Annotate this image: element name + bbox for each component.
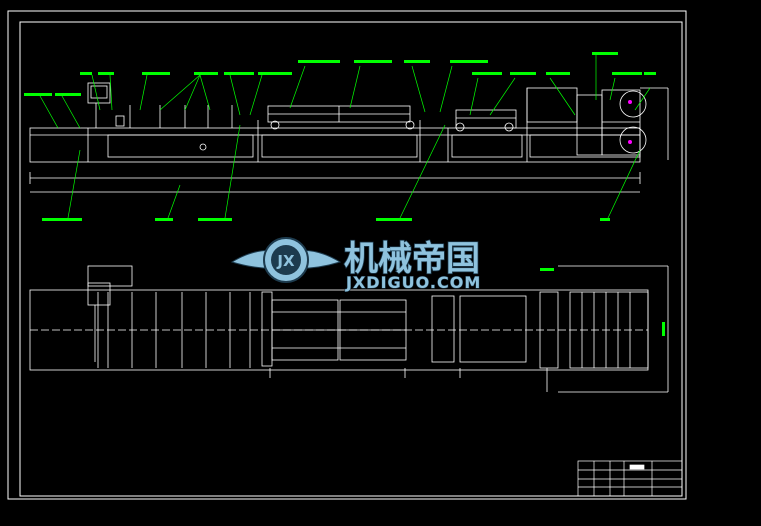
roller-left [199, 143, 207, 151]
plan-labels [540, 268, 665, 336]
logo-letters: JX [276, 252, 295, 270]
leader-lines [39, 54, 651, 219]
winged-gear-logo-icon: JX [230, 237, 342, 283]
inner-frame [19, 21, 683, 497]
watermark-url: JXDIGUO.COM [345, 273, 481, 292]
detail-markers [619, 87, 669, 160]
label-tags [24, 52, 656, 221]
front-elevation [29, 82, 641, 193]
watermark-title: 机械帝国 [344, 239, 480, 279]
plan-view [29, 265, 669, 393]
outer-frame [7, 10, 687, 500]
control-panel [87, 82, 111, 104]
title-block-table [577, 460, 683, 497]
watermark: JX 机械帝国 JXDIGUO.COM [230, 237, 481, 293]
